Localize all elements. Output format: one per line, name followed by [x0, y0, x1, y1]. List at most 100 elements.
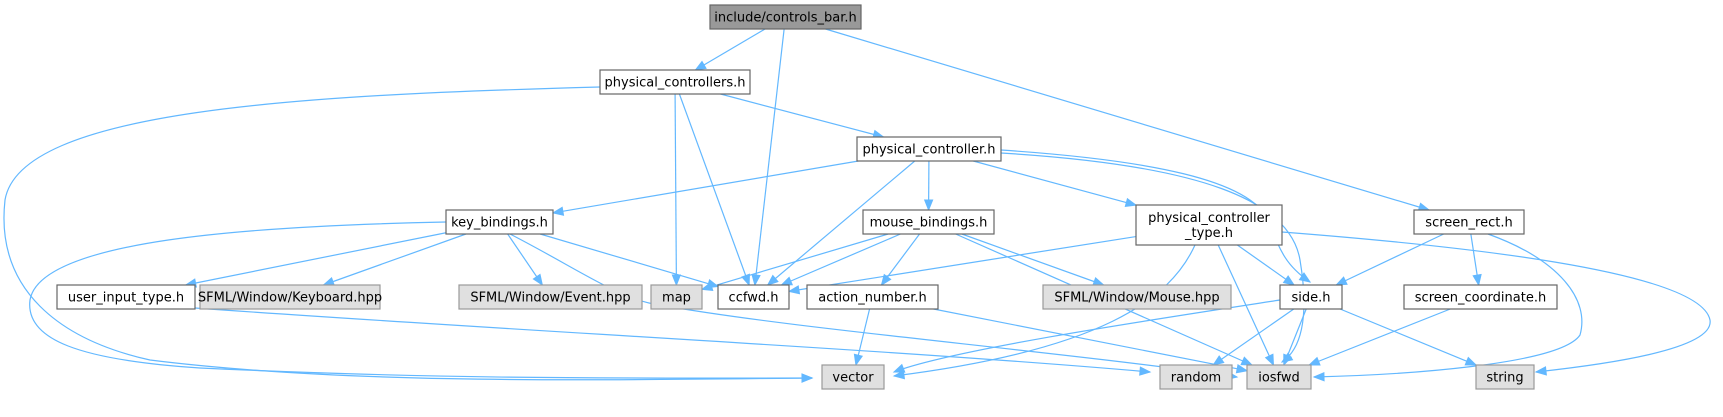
arrowhead-icon: [923, 199, 934, 212]
arrowhead-icon: [1264, 353, 1275, 367]
node-side[interactable]: side.h: [1279, 284, 1343, 310]
node-vector: vector: [821, 364, 885, 390]
node-label: screen_coordinate.h: [1415, 291, 1546, 306]
node-label: physical_controller: [1148, 211, 1270, 226]
edge-line: [3, 86, 813, 381]
node-sfml-keyboard: SFML/Window/Keyboard.hpp: [198, 284, 382, 310]
node-controls-bar[interactable]: include/controls_bar.h: [709, 4, 862, 30]
edge-line: [185, 232, 447, 286]
node-ccfwd[interactable]: ccfwd.h: [717, 284, 790, 310]
node-box: [599, 69, 751, 95]
edge-line: [1313, 233, 1583, 378]
edge-line: [1236, 244, 1295, 286]
edge-line: [1308, 308, 1451, 366]
edge-line: [880, 233, 921, 286]
edge-line: [323, 233, 467, 286]
node-label: action_number.h: [818, 291, 926, 306]
node-label: key_bindings.h: [451, 216, 548, 231]
edge-line: [552, 160, 859, 214]
edge-physical_controller_type-to-string: [1281, 231, 1711, 376]
edge-physical_controller-to-side: [1000, 149, 1312, 283]
node-box: [806, 284, 939, 310]
node-screen-rect[interactable]: screen_rect.h: [1413, 209, 1525, 235]
arrowhead-icon: [1335, 276, 1348, 286]
edge-physical_controllers-to-map: [671, 93, 682, 287]
arrowhead-icon: [1307, 356, 1321, 366]
arrowhead-icon: [322, 276, 336, 286]
node-label: string: [1486, 371, 1523, 386]
edge-user_input_type-to-random: [194, 307, 1152, 376]
node-physical-controller-type[interactable]: physical_controller_type.h: [1135, 204, 1283, 246]
edge-line: [539, 233, 719, 288]
node-physical-controller[interactable]: physical_controller.h: [856, 136, 1002, 162]
node-box: [199, 284, 381, 310]
edge-line: [825, 28, 1430, 211]
arrowhead-icon: [1472, 273, 1482, 287]
edge-mouse_bindings-to-action_number: [880, 233, 921, 287]
edge-line: [509, 233, 1238, 378]
node-action-number[interactable]: action_number.h: [806, 284, 939, 310]
node-label: ccfwd.h: [729, 291, 779, 306]
edge-side-to-iosfwd: [1283, 308, 1307, 367]
edge-key_bindings-to-user_input_type: [184, 232, 447, 288]
node-random: random: [1159, 364, 1233, 390]
node-mouse-bindings[interactable]: mouse_bindings.h: [862, 209, 995, 235]
edge-physical_controller_type-to-vector: [892, 244, 1196, 380]
arrowhead-icon: [532, 273, 544, 287]
node-screen-coordinate[interactable]: screen_coordinate.h: [1403, 284, 1558, 310]
edge-physical_controller_type-to-ccfwd: [787, 235, 1137, 295]
edge-line: [695, 28, 766, 71]
edge-line: [1339, 308, 1477, 366]
edge-mouse_bindings-to-map: [700, 233, 889, 291]
edge-line: [754, 28, 785, 286]
arrowhead-icon: [551, 206, 565, 216]
arrowhead-icon: [700, 281, 714, 291]
node-label: screen_rect.h: [1425, 216, 1512, 231]
edge-action_number-to-vector: [853, 308, 871, 367]
edge-line: [674, 93, 678, 286]
edge-physical_controller_type-to-side: [1236, 244, 1296, 286]
edge-screen_rect-to-screen_coordinate: [1470, 233, 1482, 287]
node-label: include/controls_bar.h: [714, 11, 857, 26]
node-label: physical_controller.h: [863, 143, 996, 158]
arrowhead-icon: [766, 274, 779, 286]
node-label: map: [662, 291, 691, 306]
node-key-bindings[interactable]: key_bindings.h: [445, 209, 554, 235]
node-map: map: [650, 284, 703, 310]
node-box: [862, 209, 995, 235]
edge-line: [1000, 149, 1311, 283]
edge-physical_controller-to-key_bindings: [551, 160, 859, 216]
edge-line: [194, 307, 1151, 373]
edge-screen_rect-to-iosfwd: [1312, 233, 1583, 382]
arrowhead-icon: [1464, 356, 1478, 366]
edge-controls_bar-to-screen_rect: [825, 28, 1431, 212]
node-label: SFML/Window/Keyboard.hpp: [198, 291, 382, 306]
edge-key_bindings-to-vector: [29, 221, 814, 383]
node-iosfwd: iosfwd: [1246, 364, 1312, 390]
edge-key_bindings-to-sfml_keyboard: [322, 233, 467, 286]
edge-physical_controllers-to-physical_controller: [720, 93, 885, 139]
edge-screen_coordinate-to-iosfwd: [1307, 308, 1451, 366]
node-box: [1279, 284, 1343, 310]
node-physical-controllers[interactable]: physical_controllers.h: [599, 69, 751, 95]
arrowhead-icon: [787, 285, 801, 295]
edge-physical_controller-to-physical_controller_type: [973, 160, 1138, 208]
node-box: [717, 284, 790, 310]
arrowhead-icon: [1282, 275, 1296, 286]
nodes-layer: include/controls_bar.h physical_controlle…: [56, 4, 1558, 390]
node-box: [1135, 204, 1283, 246]
edge-physical_controller-to-mouse_bindings: [923, 160, 934, 212]
node-box: [1403, 284, 1558, 310]
node-sfml-event: SFML/Window/Event.hpp: [458, 284, 643, 310]
node-box: [1159, 364, 1233, 390]
node-label: iosfwd: [1258, 371, 1300, 386]
arrowhead-icon: [1092, 276, 1105, 286]
arrowhead-icon: [1283, 353, 1293, 367]
node-box: [1042, 284, 1232, 310]
node-label: physical_controllers.h: [605, 76, 746, 91]
node-label: SFML/Window/Event.hpp: [470, 291, 630, 306]
node-user-input-type[interactable]: user_input_type.h: [56, 284, 196, 310]
edge-controls_bar-to-physical_controllers: [694, 28, 766, 71]
arrowhead-icon: [1212, 355, 1225, 366]
